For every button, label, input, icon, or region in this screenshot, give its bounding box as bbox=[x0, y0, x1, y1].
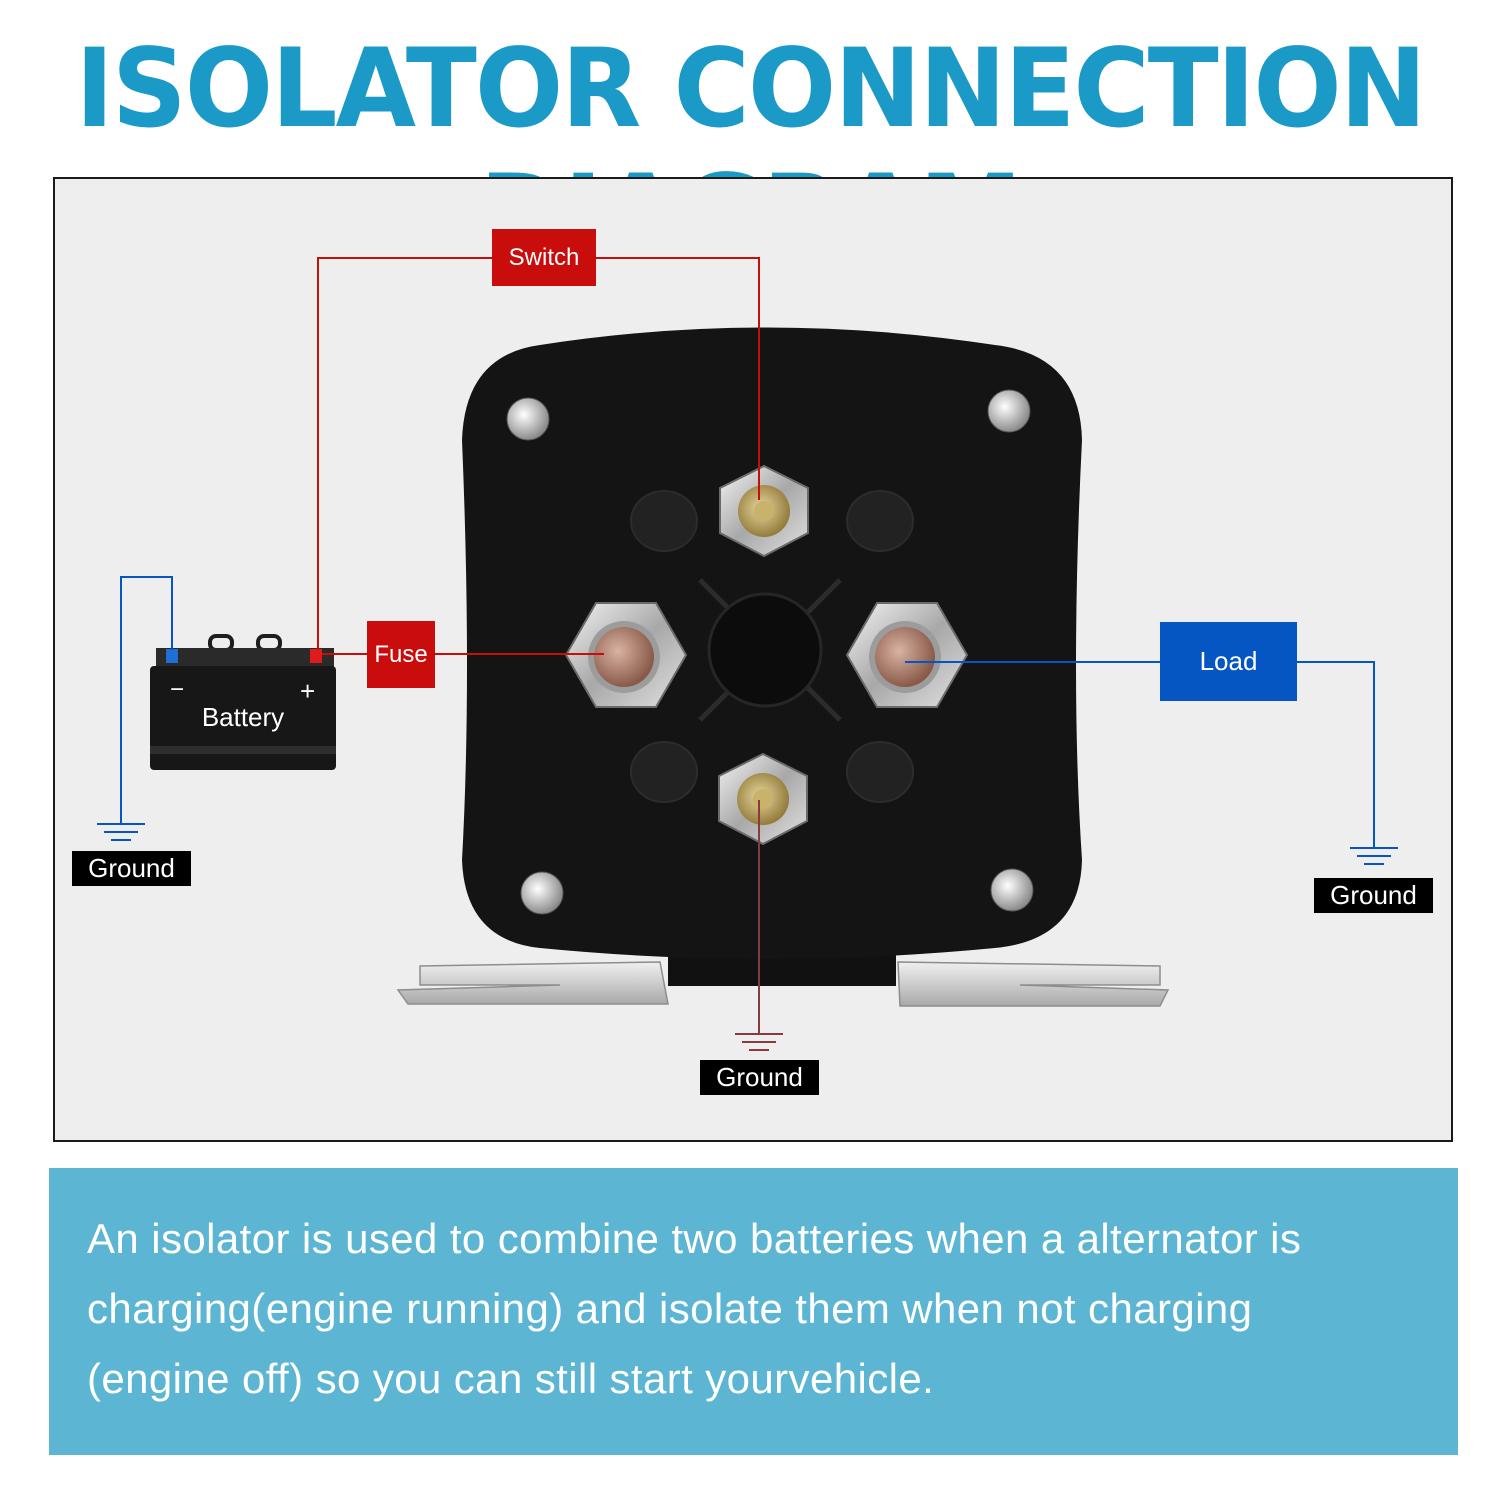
ground-label-left: Ground bbox=[72, 851, 191, 886]
mounting-bracket-right bbox=[897, 961, 1170, 1007]
battery-minus-sign: − bbox=[170, 676, 185, 703]
load-label: Load bbox=[1160, 622, 1297, 701]
battery bbox=[150, 634, 336, 770]
battery-label: Battery bbox=[201, 702, 285, 732]
description-box: An isolator is used to combine two batte… bbox=[49, 1168, 1458, 1455]
switch-label: Switch bbox=[492, 229, 596, 286]
ground-symbol-bottom bbox=[735, 1033, 783, 1051]
battery-positive-terminal bbox=[310, 649, 322, 663]
ground-symbol-right bbox=[1350, 847, 1398, 865]
positive-wires bbox=[317, 257, 760, 655]
main-terminal-right bbox=[845, 602, 969, 708]
corner-screw-top-right bbox=[987, 389, 1031, 433]
description-text: An isolator is used to combine two batte… bbox=[87, 1215, 1302, 1402]
ground-symbol-left bbox=[97, 823, 145, 841]
corner-screw-top-left bbox=[506, 397, 550, 441]
center-boss bbox=[707, 592, 823, 708]
fuse-label: Fuse bbox=[367, 621, 435, 688]
battery-negative-terminal bbox=[166, 649, 178, 663]
corner-screw-bottom-right bbox=[990, 868, 1034, 912]
battery-plus-sign: + bbox=[300, 676, 316, 706]
small-terminal-top bbox=[719, 464, 809, 558]
main-terminal-left bbox=[564, 602, 688, 708]
mounting-bracket-left bbox=[396, 961, 669, 1005]
negative-wires bbox=[120, 576, 1375, 848]
ground-label-bottom: Ground bbox=[700, 1060, 819, 1095]
corner-screw-bottom-left bbox=[520, 871, 564, 915]
body-recesses bbox=[630, 490, 914, 803]
ground-label-right: Ground bbox=[1314, 878, 1433, 913]
small-terminal-bottom bbox=[718, 752, 808, 846]
